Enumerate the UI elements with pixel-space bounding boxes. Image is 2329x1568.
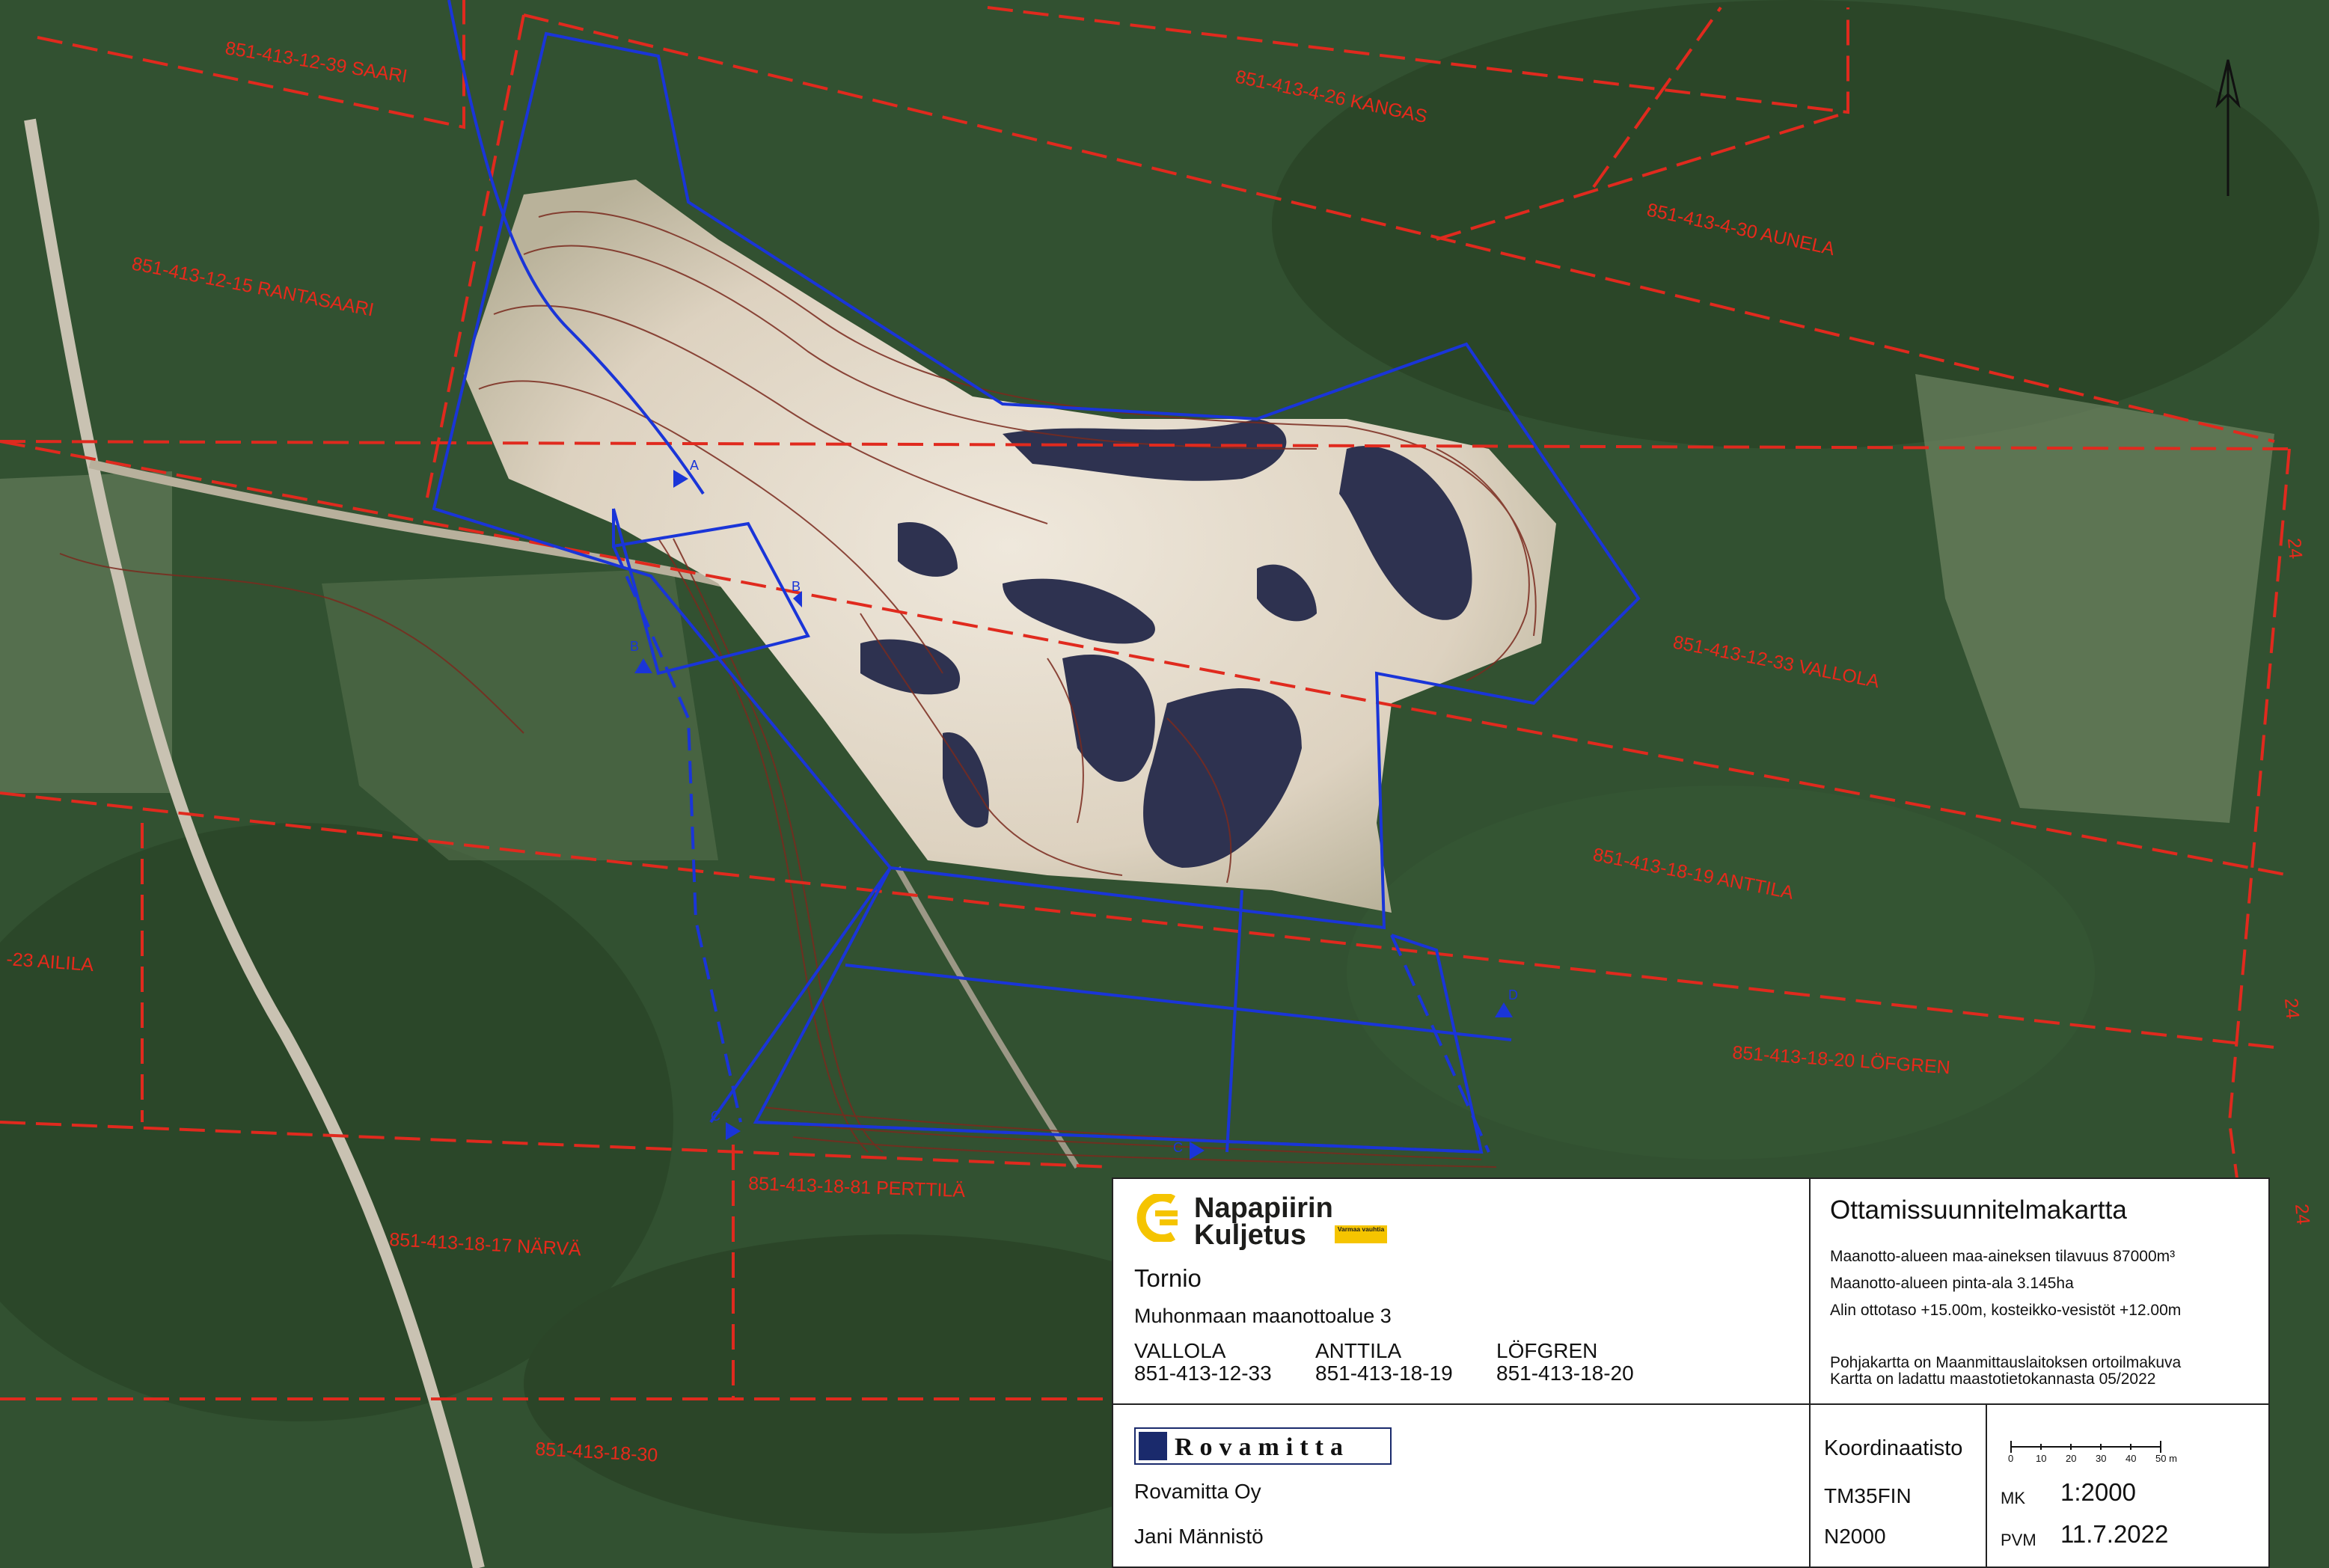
section-mark-b: B (630, 639, 639, 654)
road-branch (88, 459, 757, 595)
detail-volume: Maanotto-alueen maa-aineksen tilavuus 87… (1830, 1248, 2176, 1265)
ponds (860, 419, 1472, 868)
section-arrow-icon (1190, 1142, 1205, 1160)
napapiirin-logo-icon (1136, 1194, 1178, 1242)
plot-label-edge-1: 24 (2283, 537, 2306, 560)
height-system: N2000 (1824, 1525, 1886, 1548)
designer-person: Jani Männistö (1134, 1525, 1264, 1548)
scale-tick-30: 30 (2096, 1453, 2107, 1464)
section-mark-d: D (1508, 987, 1518, 1002)
detail-area: Maanotto-alueen pinta-ala 3.145ha (1830, 1275, 2074, 1292)
property-anttila-name: ANTTILA (1315, 1339, 1402, 1362)
section-mark-b2: B (792, 579, 801, 594)
city-label: Tornio (1134, 1264, 1202, 1292)
property-vallola-name: VALLOLA (1134, 1339, 1226, 1362)
scale-tick-20: 20 (2066, 1453, 2077, 1464)
scale-tick-0: 0 (2008, 1453, 2014, 1464)
property-vallola-id: 851-413-12-33 (1134, 1362, 1272, 1385)
scale-tick-50: 50 m (2155, 1453, 2177, 1464)
plot-label-edge-3: 24 (2291, 1203, 2313, 1225)
detail-level: Alin ottotaso +15.00m, kosteikko-vesistö… (1830, 1302, 2182, 1319)
rovamitta-logo-text: Rovamitta (1175, 1433, 1350, 1461)
map-title: Ottamissuunnitelmakartta (1830, 1195, 2127, 1225)
road-south (895, 866, 1080, 1169)
north-arrow-icon (2215, 59, 2241, 196)
note-data-source: Kartta on ladattu maastotietokannasta 05… (1830, 1371, 2156, 1388)
section-mark-c: C (711, 1109, 720, 1124)
section-arrow-icon (1495, 1002, 1513, 1017)
coord-system: TM35FIN (1824, 1484, 1912, 1507)
scale-value: 1:2000 (2060, 1478, 2136, 1506)
section-mark-a: A (690, 458, 699, 473)
note-basemap: Pohjakartta on Maanmittauslaitoksen orto… (1830, 1354, 2182, 1371)
brand-line-1: Napapiirin (1194, 1192, 1333, 1224)
surveyor-icon (1139, 1432, 1167, 1460)
pvm-label: PVM (2001, 1531, 2036, 1549)
clearing-west (0, 471, 172, 793)
area-label: Muhonmaan maanottoalue 3 (1134, 1305, 1392, 1327)
napapiirin-logo: Napapiirin Kuljetus Varmaa vauhtia (1133, 1191, 1402, 1251)
plot-label-edge-2: 24 (2280, 997, 2303, 1020)
title-block: Napapiirin Kuljetus Varmaa vauhtia Torni… (1112, 1177, 2270, 1568)
section-arrow-icon (673, 470, 688, 488)
contour-lines (59, 211, 1537, 1168)
property-lofgren-name: LÖFGREN (1496, 1339, 1598, 1362)
clearing-middle (322, 569, 718, 860)
road-main (24, 118, 485, 1568)
extraction-boundary (432, 0, 1641, 1154)
property-lofgren-id: 851-413-18-20 (1496, 1362, 1634, 1385)
scale-bar (2010, 1441, 2161, 1453)
property-anttila-id: 851-413-18-19 (1315, 1362, 1453, 1385)
section-arrow-icon (634, 658, 652, 673)
date-value: 11.7.2022 (2060, 1520, 2169, 1548)
section-mark-c2: C (1173, 1140, 1183, 1155)
mk-label: MK (2001, 1489, 2025, 1507)
scale-tick-40: 40 (2126, 1453, 2137, 1464)
designer-company: Rovamitta Oy (1134, 1480, 1261, 1503)
section-arrow-icon (726, 1122, 741, 1140)
property-boundaries (0, 0, 2291, 1400)
clearing-east (1915, 374, 2274, 823)
rovamitta-logo: Rovamitta (1134, 1427, 1392, 1465)
brand-tagline: Varmaa vauhtia (1335, 1225, 1387, 1243)
scale-tick-10: 10 (2036, 1453, 2047, 1464)
section-markers: A B B C C D (630, 458, 1518, 1160)
brand-line-2: Kuljetus (1194, 1219, 1306, 1251)
coord-label: Koordinaatisto (1824, 1436, 1963, 1460)
section-arrow-icon (793, 591, 802, 607)
